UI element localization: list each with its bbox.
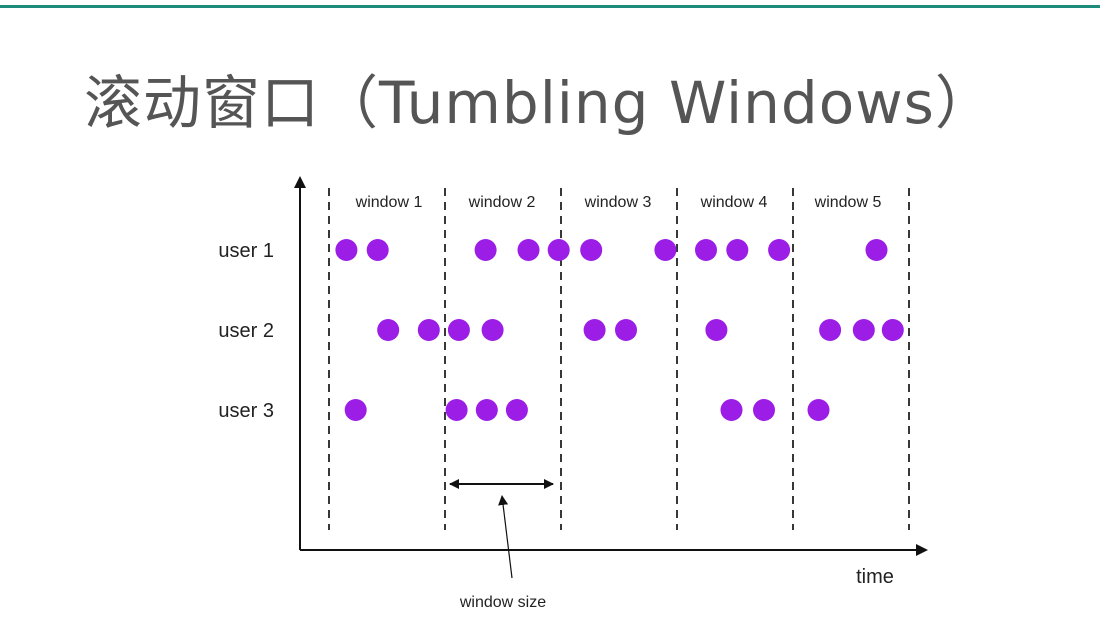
- window-labels: window 1 window 2 window 3 window 4 wind…: [355, 194, 882, 211]
- event-dot-user1-8: [695, 239, 717, 261]
- event-dot-user2-2: [417, 319, 440, 341]
- event-dot-user1-2: [366, 239, 389, 261]
- event-dot-user1-7: [654, 239, 677, 261]
- window-label-4: window 4: [700, 194, 768, 211]
- user-label-1: user 1: [218, 240, 274, 262]
- time-axis-label: time: [856, 566, 894, 588]
- event-dot-user2-10: [881, 319, 904, 341]
- event-dot-user3-3: [475, 399, 498, 421]
- slide-title: 滚动窗口（Tumbling Windows）: [84, 69, 994, 137]
- event-dot-user2-4: [481, 319, 504, 341]
- event-dots: [335, 239, 904, 421]
- window-label-5: window 5: [814, 194, 882, 211]
- event-dot-user3-6: [753, 399, 775, 421]
- event-dot-user1-5: [547, 239, 570, 261]
- event-dot-user2-8: [819, 319, 842, 341]
- window-boundaries: [328, 188, 910, 530]
- event-dot-user2-7: [705, 319, 728, 341]
- window-label-2: window 2: [468, 194, 536, 211]
- window-size-label: window size: [459, 594, 546, 611]
- event-dot-user2-5: [583, 319, 606, 341]
- header-accent-bar: [0, 0, 1100, 8]
- event-dot-user1-1: [335, 239, 358, 261]
- event-dot-user3-5: [720, 399, 743, 421]
- event-dot-user1-6: [580, 239, 603, 261]
- event-dot-user3-1: [344, 399, 367, 421]
- event-dot-user1-9: [726, 239, 749, 261]
- event-dot-user2-9: [852, 319, 875, 341]
- event-dot-user1-11: [865, 239, 888, 261]
- window-label-1: window 1: [355, 194, 423, 211]
- window-label-3: window 3: [584, 194, 652, 211]
- event-dot-user3-7: [807, 399, 830, 421]
- event-dot-user1-10: [768, 239, 791, 261]
- event-dot-user1-4: [517, 239, 540, 261]
- event-dot-user2-3: [447, 319, 470, 341]
- event-dot-user3-4: [505, 399, 528, 421]
- event-dot-user1-3: [474, 239, 497, 261]
- event-dot-user2-6: [615, 319, 637, 341]
- user-label-2: user 2: [218, 320, 274, 342]
- window-size-pointer: [498, 495, 513, 579]
- event-dot-user3-2: [445, 399, 468, 421]
- user-label-3: user 3: [218, 400, 274, 422]
- event-dot-user2-1: [377, 319, 400, 341]
- user-labels: user 1 user 2 user 3: [218, 240, 274, 422]
